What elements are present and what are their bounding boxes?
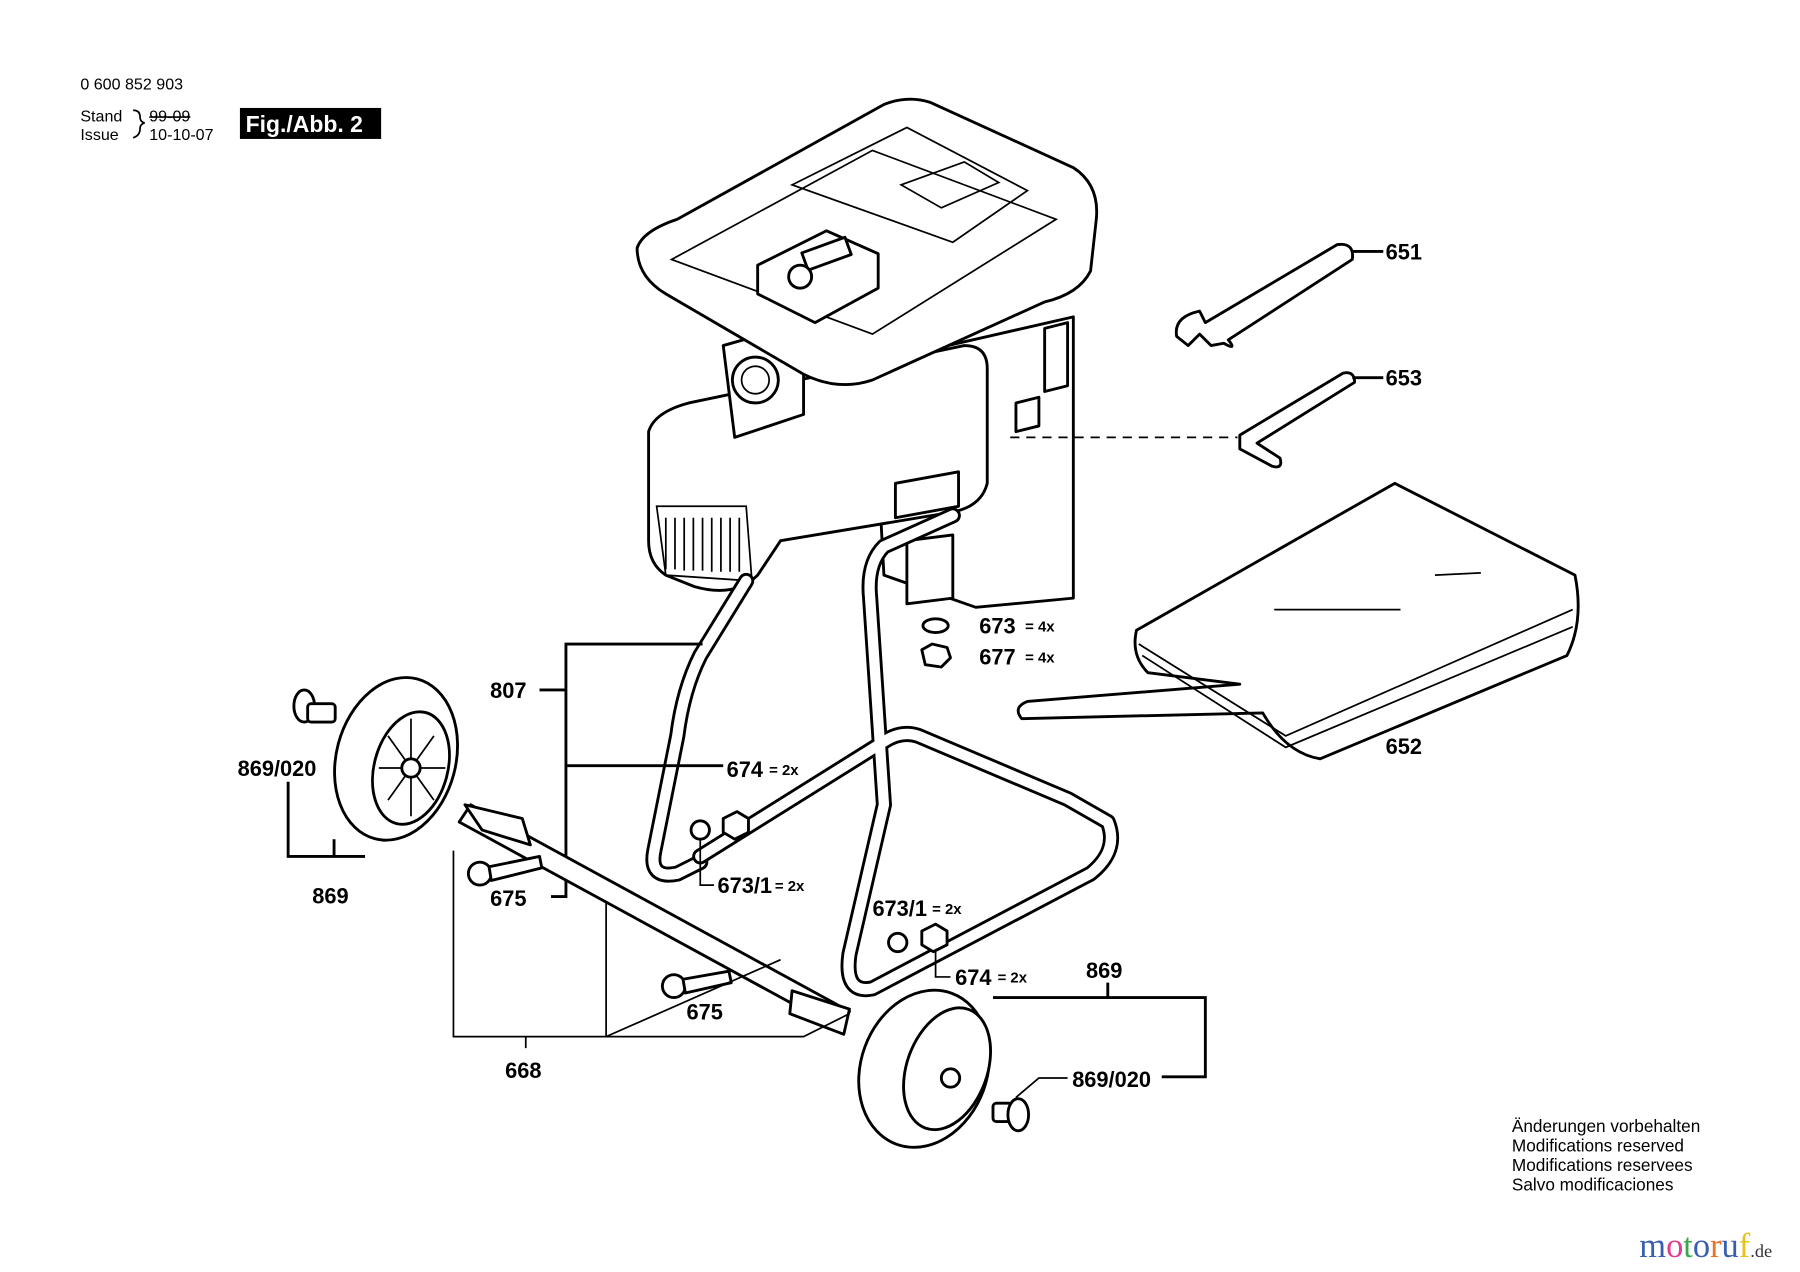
callout-677: 677 (979, 645, 1015, 670)
washer-673-1b (887, 931, 909, 954)
collection-bag-part-652 (1016, 481, 1580, 761)
note-de: Änderungen vorbehalten (1512, 1116, 1700, 1136)
part-number: 0 600 852 903 (80, 76, 183, 94)
bolt-675b (660, 969, 733, 1000)
leader-869b (992, 982, 1207, 1079)
callout-869a: 869 (312, 883, 348, 908)
svg-text:motoruf.de: motoruf.de (1639, 1227, 1772, 1265)
callout-675b: 675 (686, 999, 722, 1024)
note-es: Salvo modificaciones (1512, 1174, 1674, 1194)
leader-807 (551, 642, 724, 899)
figure-badge (239, 107, 382, 139)
allen-key-part-653 (1238, 371, 1357, 469)
callout-869-020a: 869/020 (238, 756, 317, 781)
wheel-right-part-869 (857, 988, 992, 1149)
nut-674b (920, 922, 949, 954)
callout-668: 668 (505, 1058, 541, 1083)
callout-673-1a: 673/1 (717, 873, 772, 898)
frame-part-807 (645, 507, 1120, 998)
callout-674b-qty: = 2x (998, 970, 1028, 987)
leader-869a (286, 781, 366, 858)
brace (132, 109, 145, 139)
callout-869-020b: 869/020 (1072, 1067, 1151, 1092)
note-en: Modifications reserved (1512, 1135, 1684, 1155)
leader-869-020b (1015, 1077, 1068, 1099)
callout-673-1b: 673/1 (872, 896, 927, 921)
callout-869b: 869 (1086, 958, 1122, 983)
shredder-housing (635, 97, 1099, 609)
watermark-logo: motoruf.de (1639, 1227, 1772, 1265)
stand-value: 99-09 (149, 108, 190, 126)
wheel-left-part-869 (333, 676, 459, 842)
nut-677 (920, 642, 952, 669)
callout-673-qty: = 4x (1025, 618, 1055, 635)
callout-673: 673 (979, 614, 1015, 639)
callout-651: 651 (1386, 239, 1422, 264)
washer-673 (921, 617, 950, 634)
stand-label: Stand (80, 108, 122, 126)
callout-653: 653 (1386, 366, 1422, 391)
callout-674b: 674 (955, 965, 991, 990)
leader-673-1a (699, 839, 715, 886)
wrench-part-651 (1174, 242, 1354, 348)
callout-673-1a-qty: = 2x (775, 878, 805, 895)
wheel-bolt-869-020a (292, 688, 337, 724)
callout-807: 807 (490, 678, 526, 703)
callout-652: 652 (1386, 734, 1422, 759)
wheel-bolt-869-020b (991, 1097, 1031, 1133)
issue-value: 10-10-07 (149, 126, 213, 144)
figure-label: Fig./Abb. 2 (246, 111, 363, 137)
callout-674a-qty: = 2x (769, 762, 799, 779)
callout-677-qty: = 4x (1025, 649, 1055, 666)
bolt-675a (466, 854, 544, 887)
note-fr: Modifications reservees (1512, 1155, 1693, 1175)
callout-674a: 674 (727, 757, 763, 782)
callout-673-1b-qty: = 2x (932, 901, 962, 918)
leader-674b (934, 951, 951, 978)
callout-675a: 675 (490, 886, 526, 911)
leader-668 (452, 850, 850, 1049)
washer-673-1a (689, 819, 711, 841)
issue-label: Issue (80, 126, 118, 144)
nut-674a (721, 810, 750, 841)
